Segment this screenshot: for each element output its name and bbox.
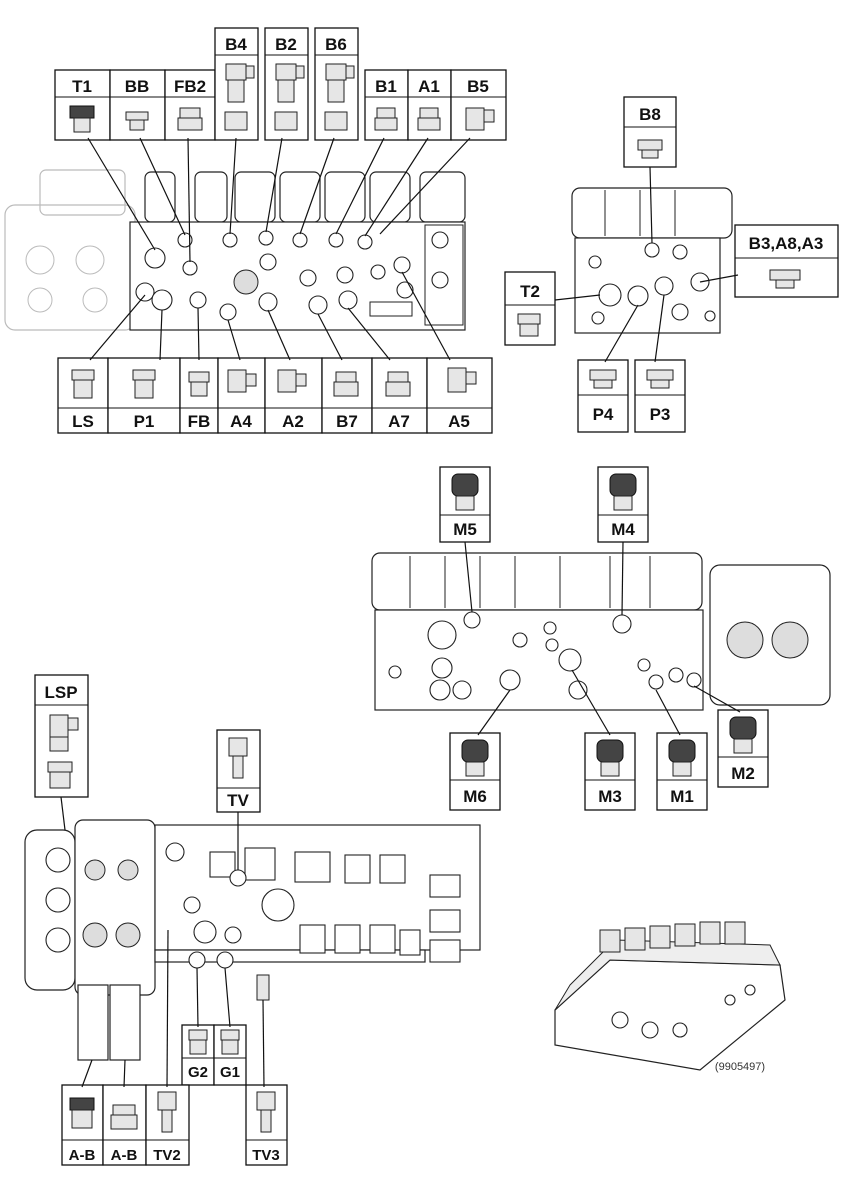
label-box-lsp: LSP <box>34 674 89 798</box>
top-left-lower-labels: LS P1 FB A4 A2 <box>57 357 493 434</box>
label-box-tv3: TV3 <box>245 1084 288 1166</box>
label-tv2: TV2 <box>153 1147 181 1164</box>
label-box-m4: M4 <box>597 466 649 543</box>
label-fb2: FB2 <box>174 77 206 96</box>
label-box-fb: FB <box>179 357 219 434</box>
label-b5: B5 <box>467 77 489 96</box>
label-p3: P3 <box>650 405 671 424</box>
top-right-labels: B8 B3,A8,A3 T2 P4 P3 <box>504 96 839 433</box>
label-box-p4: P4 <box>577 359 629 433</box>
label-a1: A1 <box>418 77 440 96</box>
label-tv3: TV3 <box>252 1147 280 1164</box>
label-a2: A2 <box>282 412 304 431</box>
label-box-m1: M1 <box>656 732 708 811</box>
label-box-m3: M3 <box>584 732 636 811</box>
label-box-m5: M5 <box>439 466 491 543</box>
label-p4: P4 <box>593 405 614 424</box>
bottom-left-leaders <box>60 796 265 1088</box>
label-a-b-2: A-B <box>111 1147 138 1164</box>
label-box-bb: BB <box>109 69 166 141</box>
top-right-valve-assembly <box>571 187 733 334</box>
label-box-b3-a8-a3: B3,A8,A3 <box>734 224 839 298</box>
label-m1: M1 <box>670 787 694 806</box>
label-a5: A5 <box>448 412 470 431</box>
label-box-m6: M6 <box>449 732 501 811</box>
label-box-a1: A1 <box>407 69 452 141</box>
label-a-b-1: A-B <box>69 1147 96 1164</box>
label-lsp: LSP <box>44 683 77 702</box>
bottom-left-labels: LSP TV G2 G1 A-B <box>34 674 288 1166</box>
label-box-b6: B6 <box>314 27 359 141</box>
isometric-assembly-view: (9905497) <box>554 921 786 1073</box>
label-box-a-b-1: A-B <box>61 1084 104 1166</box>
label-b3-a8-a3: B3,A8,A3 <box>749 234 824 253</box>
label-ls: LS <box>72 412 94 431</box>
top-left-lower-leaders <box>89 271 451 361</box>
label-m6: M6 <box>463 787 487 806</box>
top-right-leaders <box>554 166 739 363</box>
label-box-t2: T2 <box>504 271 556 346</box>
label-box-a4: A4 <box>217 357 266 434</box>
top-left-upper-leaders <box>87 137 471 263</box>
label-b8: B8 <box>639 105 661 124</box>
label-box-m2: M2 <box>717 709 769 788</box>
label-a7: A7 <box>388 412 410 431</box>
middle-leaders <box>464 541 741 736</box>
label-b2: B2 <box>275 35 297 54</box>
label-g1: G1 <box>220 1064 240 1081</box>
label-box-b8: B8 <box>623 96 677 168</box>
label-m3: M3 <box>598 787 622 806</box>
label-box-p1: P1 <box>107 357 181 434</box>
label-m2: M2 <box>731 764 755 783</box>
middle-labels: M5 M4 M6 M3 M1 <box>439 466 769 811</box>
label-t2: T2 <box>520 282 540 301</box>
label-b1: B1 <box>375 77 397 96</box>
label-g2: G2 <box>188 1064 208 1081</box>
label-a4: A4 <box>230 412 252 431</box>
reference-code: (9905497) <box>715 1061 765 1073</box>
label-box-a-b-2: A-B <box>102 1084 147 1166</box>
label-box-b4: B4 <box>214 27 259 141</box>
label-box-a2: A2 <box>264 357 323 434</box>
label-box-t1: T1 <box>54 69 111 141</box>
label-box-b2: B2 <box>264 27 309 141</box>
label-box-b5: B5 <box>450 69 507 141</box>
label-box-ls: LS <box>57 357 109 434</box>
label-box-p3: P3 <box>634 359 686 433</box>
label-b4: B4 <box>225 35 247 54</box>
label-fb: FB <box>188 412 211 431</box>
label-b7: B7 <box>336 412 358 431</box>
label-box-tv: TV <box>216 729 261 813</box>
label-box-a5: A5 <box>426 357 493 434</box>
label-m4: M4 <box>611 520 635 539</box>
label-m5: M5 <box>453 520 477 539</box>
top-left-valve-assembly <box>4 169 466 331</box>
middle-valve-assembly <box>371 552 831 711</box>
label-box-a7: A7 <box>371 357 428 434</box>
label-t1: T1 <box>72 77 92 96</box>
label-tv: TV <box>227 791 249 810</box>
label-box-tv2: TV2 <box>145 1084 190 1166</box>
label-box-b7: B7 <box>321 357 373 434</box>
label-box-fb2: FB2 <box>164 69 216 141</box>
label-box-b1: B1 <box>364 69 409 141</box>
label-b6: B6 <box>325 35 347 54</box>
label-p1: P1 <box>134 412 155 431</box>
top-left-upper-labels: T1 BB FB2 B4 B2 <box>54 27 507 141</box>
label-box-g1: G1 <box>213 1024 247 1086</box>
label-box-g2: G2 <box>181 1024 215 1086</box>
bottom-left-valve-assembly <box>24 819 481 1061</box>
label-bb: BB <box>125 77 150 96</box>
